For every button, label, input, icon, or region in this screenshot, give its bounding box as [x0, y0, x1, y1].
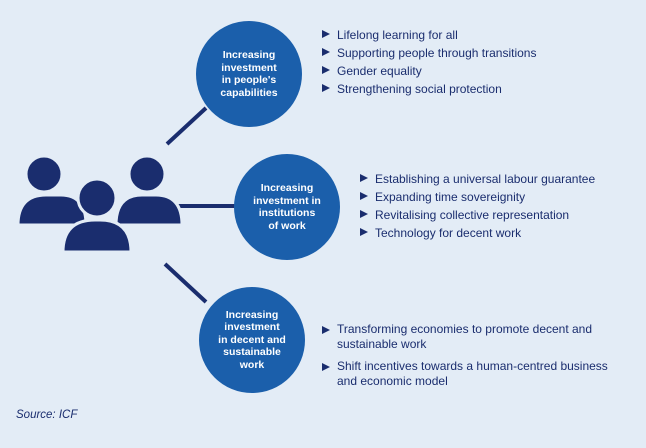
connector-line-top: [165, 106, 208, 146]
institutions-list: Establishing a universal labour guarante…: [360, 170, 595, 242]
list-item: Gender equality: [322, 62, 536, 80]
institutions-circle: Increasing investment in institutions of…: [234, 154, 340, 260]
capabilities-list: Lifelong learning for all Supporting peo…: [322, 26, 536, 98]
decent-work-list: Transforming economies to promote decent…: [322, 322, 622, 396]
connector-line-bottom: [163, 262, 208, 304]
list-item: Expanding time sovereignity: [360, 188, 595, 206]
institutions-circle-label: Increasing investment in institutions of…: [253, 182, 321, 232]
list-item: Lifelong learning for all: [322, 26, 536, 44]
list-item: Establishing a universal labour guarante…: [360, 170, 595, 188]
decent-work-circle: Increasing investment in decent and sust…: [199, 287, 305, 393]
list-item: Supporting people through transitions: [322, 44, 536, 62]
list-item: Strengthening social protection: [322, 80, 536, 98]
list-item: Revitalising collective representation: [360, 206, 595, 224]
decent-work-circle-label: Increasing investment in decent and sust…: [218, 308, 286, 371]
people-group-icon: [16, 154, 184, 254]
list-item: Technology for decent work: [360, 224, 595, 242]
capabilities-circle: Increasing investment in people's capabi…: [196, 21, 302, 127]
list-item: Shift incentives towards a human-centred…: [322, 359, 622, 388]
list-item: Transforming economies to promote decent…: [322, 322, 622, 351]
source-note: Source: ICF: [16, 409, 78, 421]
capabilities-circle-label: Increasing investment in people's capabi…: [220, 49, 278, 99]
